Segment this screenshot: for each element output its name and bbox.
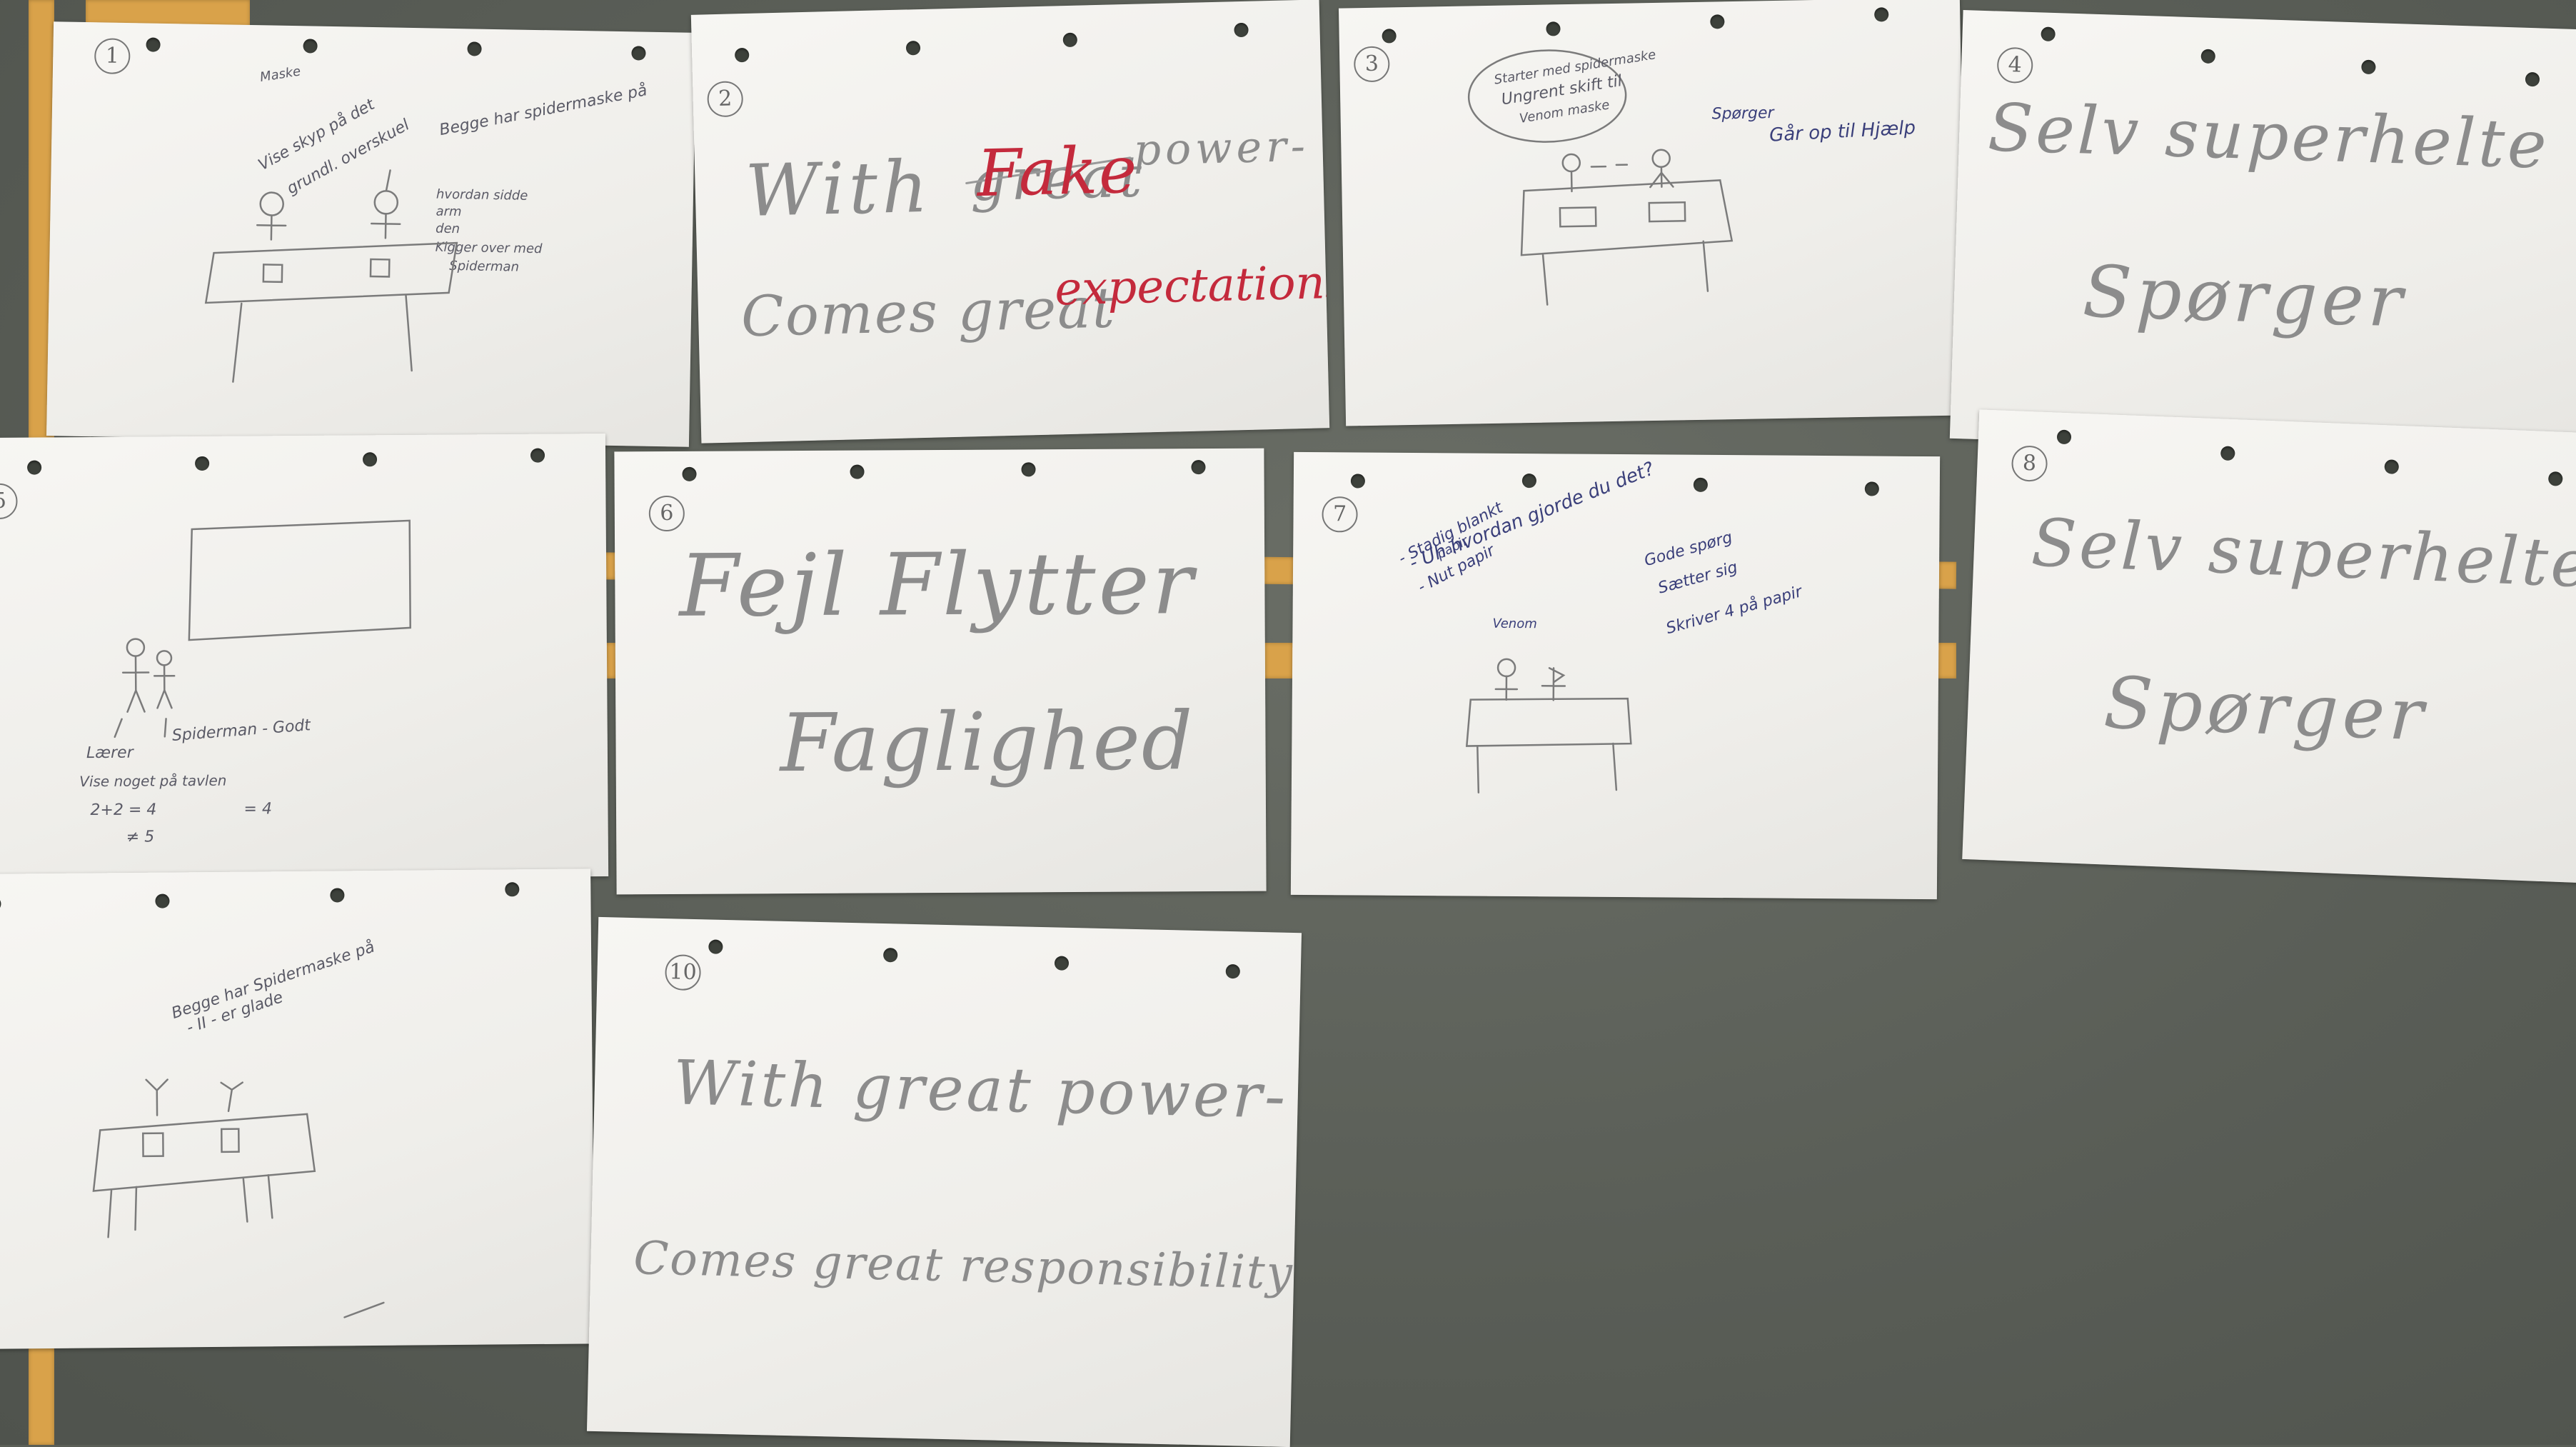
punch-hole [2056, 429, 2072, 445]
sketch-desk-two-figures [92, 1078, 385, 1318]
sheet-1: 1 Maske Vise skyp på det grundl. oversku… [46, 21, 696, 447]
thought-bubble [1467, 49, 1734, 306]
handwritten-correction: Fake [976, 132, 1139, 212]
punch-hole [1021, 462, 1036, 477]
note: ≠ 5 [126, 828, 155, 846]
punch-hole [1191, 460, 1206, 475]
sheet-3: 3 Starter med spidermaske Ungrent skift … [1338, 0, 1968, 426]
punch-hole [882, 947, 898, 963]
punch-hole [850, 464, 865, 479]
handwritten-line: Selv superhelte [1986, 89, 2551, 184]
sheet-number: 8 [2011, 445, 2048, 483]
handwritten-line: Comes great responsibility [633, 1232, 1294, 1301]
note: 2+2 = 4 [90, 801, 157, 820]
punch-hole [2200, 49, 2216, 64]
sheet-6: 6 Fejl Flytter Faglighed [614, 448, 1267, 895]
note: Spørger [1711, 104, 1774, 124]
sheet-number: 4 [1996, 46, 2034, 84]
handwritten-line: Spørger [2081, 249, 2408, 344]
handwritten-correction: expectations [1054, 256, 1330, 316]
sheet-7: 7 - Stadig blankt papir - Nut papir - Uh… [1290, 451, 1941, 900]
punch-hole [708, 939, 723, 954]
sheet-4: 4 Selv superhelte Spørger [1949, 10, 2576, 459]
handwritten-line: Faglighed [780, 695, 1194, 791]
handwritten-line: Fejl Flytter [679, 534, 1197, 636]
sheet-8: 8 Selv superhelte Spørger [1962, 409, 2576, 883]
punch-hole [682, 466, 697, 481]
sketch-desk-two-figures [204, 169, 458, 383]
punch-hole [2525, 71, 2540, 87]
punch-hole [2041, 26, 2056, 42]
sheet-2: 2 With great Fake power- Comes great exp… [690, 0, 1330, 444]
strikethrough-line [965, 156, 1132, 184]
sketch-blackboard-figures [114, 519, 411, 738]
punch-hole [2220, 446, 2235, 461]
sheet-10: 10 With great power- Comes great respons… [586, 916, 1302, 1447]
handwritten-line: With great power- [672, 1047, 1289, 1133]
note: Lærer [86, 743, 134, 763]
sheet-5: 5 Lærer Spiderman - Godt Vise noget på t… [0, 434, 609, 881]
punch-hole [2547, 471, 2563, 486]
sheet-number: 10 [665, 954, 702, 991]
punch-hole [1054, 956, 1070, 971]
punch-hole [2384, 459, 2400, 474]
sketch-desk-two-figures [1465, 658, 1632, 793]
handwritten-line: power- [1132, 121, 1310, 176]
punch-hole [1225, 963, 1241, 979]
punch-hole [2361, 59, 2376, 75]
handwritten-line: Spørger [2102, 661, 2430, 757]
sheet-9: Begge har Spidermaske på - II - er glade [0, 868, 595, 1349]
note: Vise noget på tavlen [79, 771, 227, 791]
sheet-number: 6 [648, 495, 685, 532]
handwritten-line: Selv superhelte [2030, 504, 2576, 603]
note: = 4 [243, 800, 273, 818]
